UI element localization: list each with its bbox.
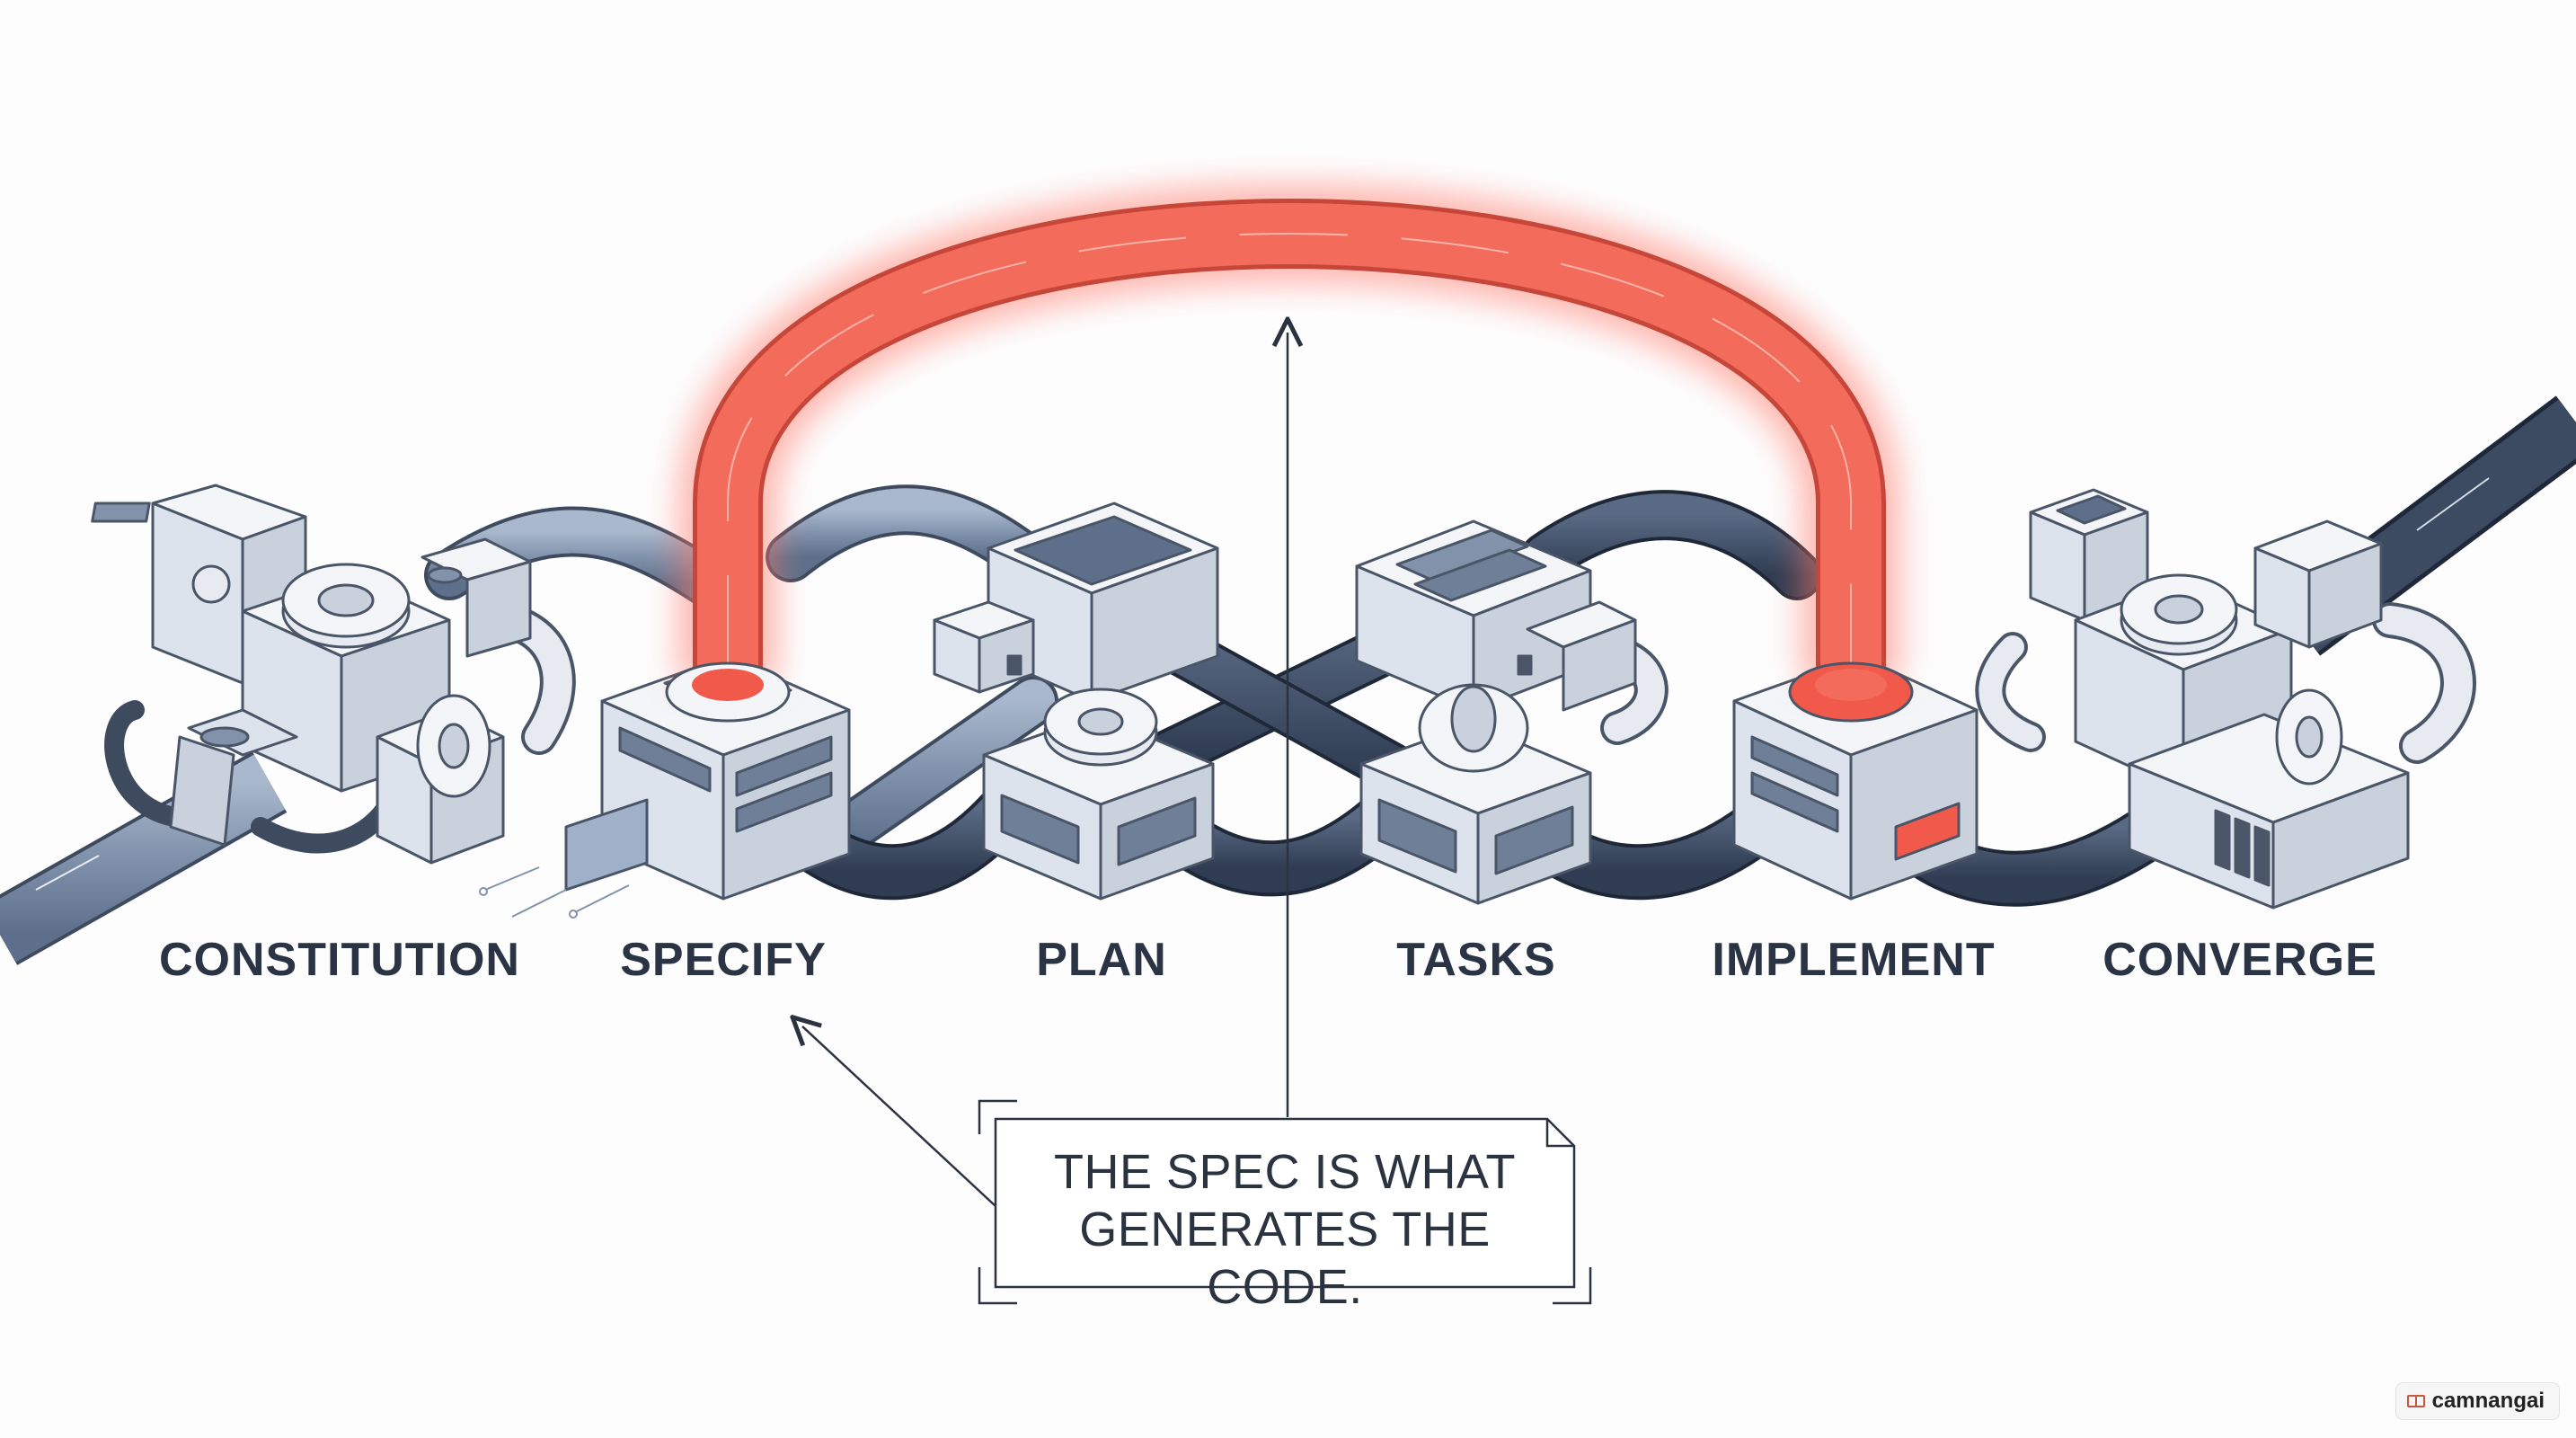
stage-label-specify: SPECIFY bbox=[620, 934, 827, 986]
feedback-arc bbox=[665, 184, 1914, 723]
stage-label-plan: PLAN bbox=[1036, 934, 1167, 986]
callout-box bbox=[978, 1099, 1592, 1305]
stage-label-constitution: CONSTITUTION bbox=[159, 934, 520, 986]
spec-pointer-diagonal bbox=[802, 1026, 996, 1207]
callout-line-1: THE SPEC IS WHAT bbox=[1053, 1145, 1517, 1199]
stage-label-implement: IMPLEMENT bbox=[1712, 934, 1996, 986]
specify-input-arrows bbox=[479, 866, 630, 919]
gear-icon bbox=[2275, 688, 2343, 786]
gear-icon bbox=[416, 694, 491, 798]
gear-icon bbox=[1418, 683, 1529, 773]
book-icon bbox=[2406, 1395, 2425, 1407]
watermark-text: camnangai bbox=[2431, 1389, 2545, 1413]
tasks-block bbox=[1355, 519, 1637, 905]
callout-line-2: GENERATES THE CODE. bbox=[1079, 1203, 1491, 1314]
watermark-badge: camnangai bbox=[2395, 1382, 2560, 1420]
gear-icon bbox=[281, 563, 411, 649]
gear-icon bbox=[2120, 573, 2238, 656]
callout-text: THE SPEC IS WHAT GENERATES THE CODE. bbox=[997, 1143, 1572, 1316]
stage-label-converge: CONVERGE bbox=[2102, 934, 2377, 986]
gear-icon bbox=[1043, 688, 1158, 767]
stage-label-tasks: TASKS bbox=[1396, 934, 1556, 986]
